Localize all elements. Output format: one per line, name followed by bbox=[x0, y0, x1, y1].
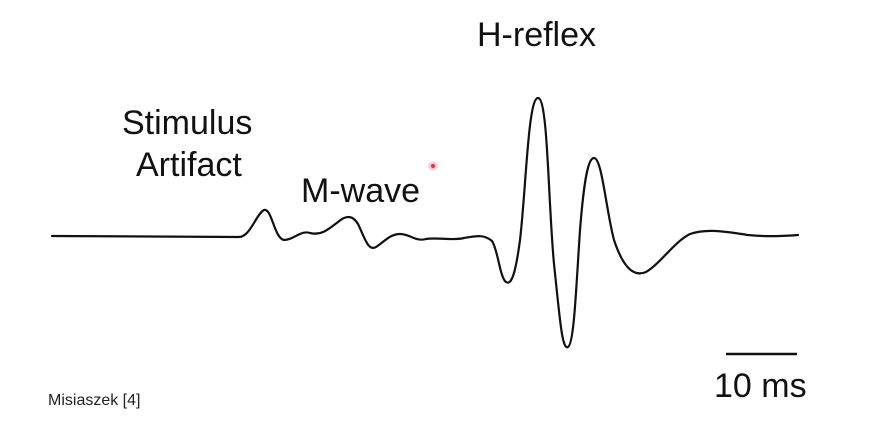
h-reflex-label: H-reflex bbox=[477, 16, 597, 54]
source-citation: Misiaszek [4] bbox=[48, 392, 141, 409]
scale-bar-label: 10 ms bbox=[714, 367, 807, 405]
stimulus-artifact-label-line1: Stimulus bbox=[122, 104, 253, 142]
cursor-dot-center bbox=[431, 164, 435, 168]
stimulus-artifact-label-line2: Artifact bbox=[136, 146, 242, 184]
m-wave-label: M-wave bbox=[301, 172, 421, 210]
emg-trace-line bbox=[50, 96, 800, 349]
